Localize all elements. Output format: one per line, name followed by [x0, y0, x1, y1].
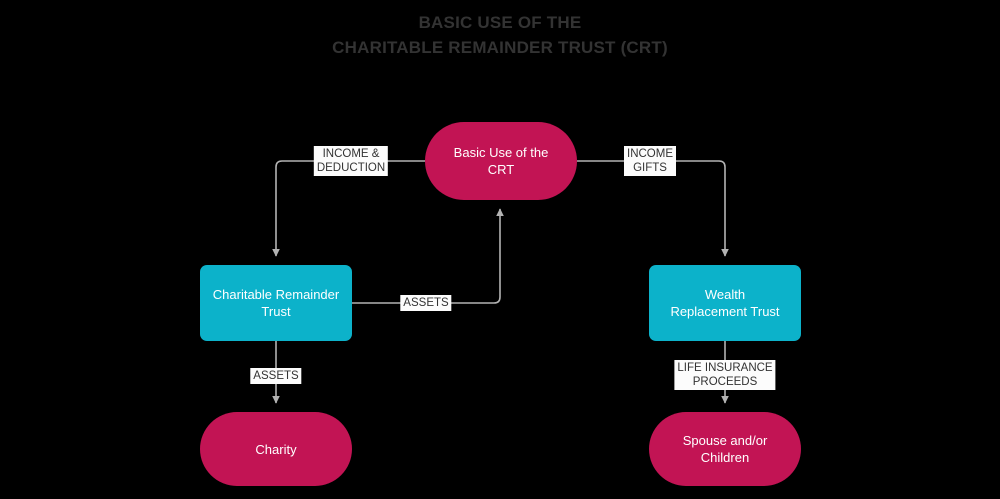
edge-label-assets-to-crt: ASSETS — [400, 295, 452, 311]
edge-crt-to-charitable-remainder-trust — [272, 160, 425, 257]
node-charitable-remainder-trust[interactable]: Charitable Remainder Trust — [200, 265, 352, 341]
node-wealth-replacement-trust[interactable]: Wealth Replacement Trust — [649, 265, 801, 341]
edge-label-income-gifts: INCOME GIFTS — [624, 146, 676, 176]
edge-label-income-and-deduction: INCOME & DEDUCTION — [313, 146, 389, 176]
node-spouse-and-or-children[interactable]: Spouse and/or Children — [649, 412, 801, 486]
node-basic-use-of-the-crt[interactable]: Basic Use of the CRT — [425, 122, 577, 200]
node-label: Charitable Remainder Trust — [212, 287, 340, 319]
edge-label-assets-to-charity: ASSETS — [250, 368, 302, 384]
node-label: Spouse and/or Children — [682, 433, 768, 465]
node-label: Charity — [255, 441, 297, 457]
edge-label-life-insurance-proceeds: LIFE INSURANCE PROCEEDS — [674, 360, 776, 390]
node-charity[interactable]: Charity — [200, 412, 352, 486]
edge-charitable-remainder-trust-to-crt — [352, 208, 504, 304]
node-label: Wealth Replacement Trust — [670, 287, 780, 319]
node-label: Basic Use of the CRT — [453, 145, 549, 177]
edge-crt-to-wealth-replacement-trust — [577, 160, 729, 257]
page-title: BASIC USE OF THE CHARITABLE REMAINDER TR… — [332, 13, 668, 57]
